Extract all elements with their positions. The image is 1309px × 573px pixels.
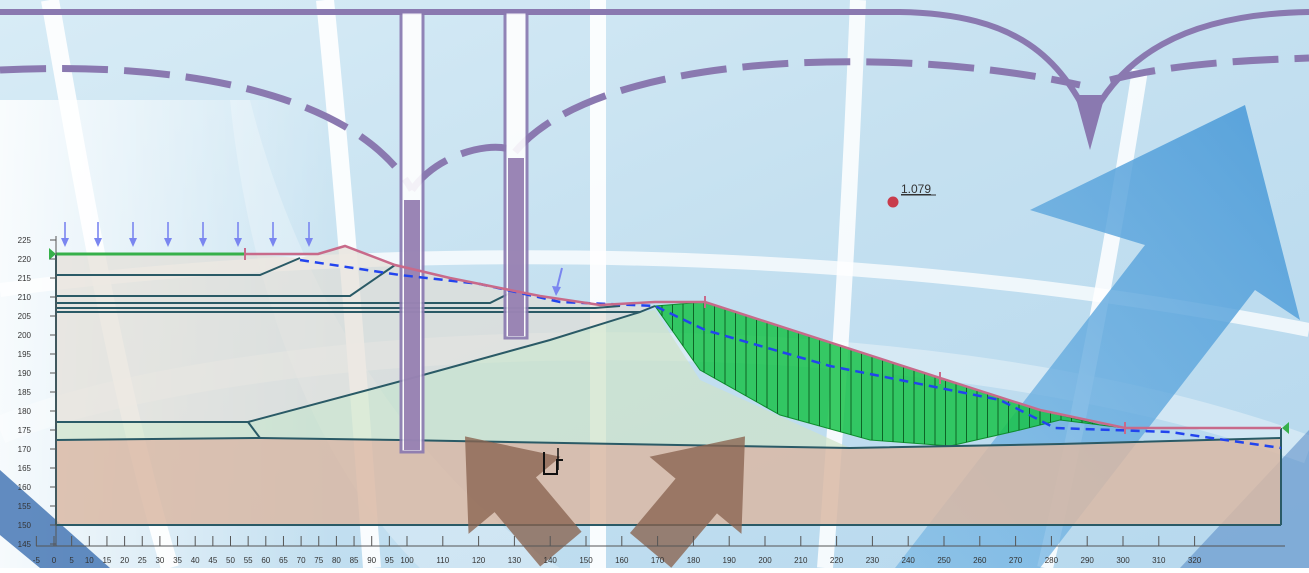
x-tick-label: 10 [85,556,94,565]
y-tick-label: 210 [18,293,32,302]
soil-fill [56,310,850,448]
y-tick-label: 185 [18,388,32,397]
x-tick-label: 50 [226,556,235,565]
y-tick-label: 195 [18,350,32,359]
boundary-line [56,264,396,297]
x-tick-label: 70 [297,556,306,565]
x-tick-label: 150 [579,556,593,565]
x-tick-label: 260 [973,556,987,565]
ground-surface-line [245,244,1281,430]
x-tick-label: 85 [350,556,359,565]
x-tick-label: 45 [208,556,217,565]
x-tick-label: 300 [1116,556,1130,565]
distributed-load-icon[interactable] [61,222,313,247]
x-tick-label: 95 [385,556,394,565]
x-tick-label: 180 [687,556,701,565]
axes: 2252202152102052001951901851801751701651… [18,236,1285,565]
water-table-line [299,258,1282,450]
x-tick-label: 210 [794,556,808,565]
x-tick-label: 310 [1152,556,1166,565]
x-tick-label: 25 [138,556,147,565]
boundary-line [56,257,301,276]
y-tick-label: 155 [18,502,32,511]
x-tick-label: 250 [937,556,951,565]
y-tick-label: 160 [18,483,32,492]
anchor-icon[interactable] [543,448,563,475]
x-tick-label: 270 [1009,556,1023,565]
x-tick-label: 230 [866,556,880,565]
y-tick-label: 220 [18,255,32,264]
x-tick-label: 290 [1081,556,1095,565]
x-tick-label: 190 [723,556,737,565]
critical-center-marker[interactable]: 1.079 [887,182,937,208]
load-arrow-head [129,238,137,247]
x-tick-label: 40 [191,556,200,565]
soil-foundation [56,438,1281,525]
x-tick-label: 75 [314,556,323,565]
boundary-line [56,292,511,304]
y-tick-label: 200 [18,331,32,340]
load-arrow-head [94,238,102,247]
x-tick-label: 170 [651,556,665,565]
x-tick-label: 320 [1188,556,1202,565]
y-tick-label: 215 [18,274,32,283]
y-tick-label: 205 [18,312,32,321]
x-tick-label: 90 [367,556,376,565]
x-tick-label: 240 [902,556,916,565]
y-tick-label: 190 [18,369,32,378]
x-tick-label: 110 [436,556,449,565]
x-tick-label: 0 [52,556,57,565]
y-tick-label: 180 [18,407,32,416]
x-tick-label: 35 [173,556,182,565]
load-arrow-head [269,238,277,247]
x-tick-label: 120 [472,556,486,565]
x-tick-label: 60 [261,556,270,565]
load-arrow-head [164,238,172,247]
x-tick-label: 5 [69,556,74,565]
y-tick-label: 175 [18,426,32,435]
load-arrow-head [199,238,207,247]
x-tick-label: 200 [758,556,772,565]
load-arrow-head [234,238,242,247]
factor-of-safety-label: 1.079 [901,182,931,196]
x-tick-label: 280 [1045,556,1059,565]
y-tick-label: 150 [18,521,32,530]
x-tick-label: 80 [332,556,341,565]
point-load-icon[interactable] [552,267,563,296]
x-tick-label: 220 [830,556,844,565]
support-marker-icon [49,248,1289,434]
x-tick-label: -5 [33,556,41,565]
load-arrow-head [305,238,313,247]
load-arrow-head [61,238,69,247]
boundary-line [247,421,261,439]
boundary-line [56,305,621,309]
x-tick-label: 140 [544,556,558,565]
x-tick-label: 130 [508,556,522,565]
ground-surface [56,244,1281,434]
boundary-line [55,436,1282,450]
x-tick-label: 100 [400,556,414,565]
y-tick-label: 225 [18,236,32,245]
y-tick-label: 170 [18,445,32,454]
x-tick-label: 30 [155,556,164,565]
y-tick-label: 165 [18,464,32,473]
x-tick-label: 15 [102,556,111,565]
x-tick-label: 65 [279,556,288,565]
x-tick-label: 55 [244,556,253,565]
x-tick-label: 160 [615,556,629,565]
watermark-brown-arrows [465,436,745,568]
y-tick-label: 145 [18,540,32,549]
water-table [299,258,1282,450]
x-tick-label: 20 [120,556,129,565]
